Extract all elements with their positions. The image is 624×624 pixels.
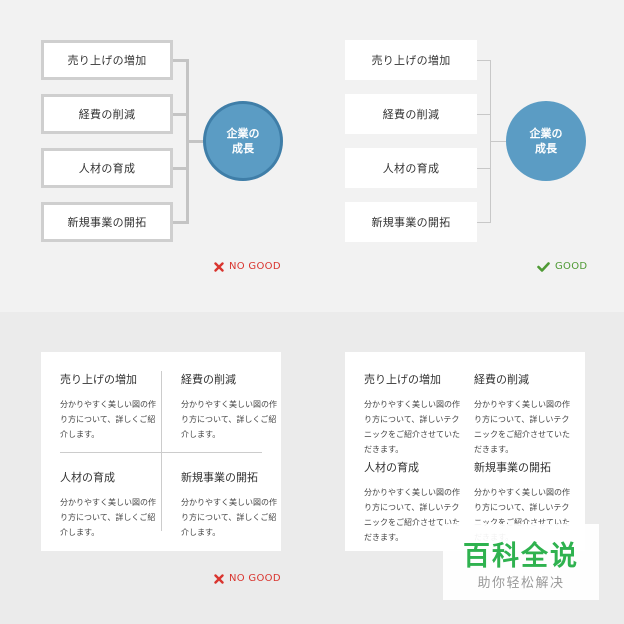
good-center-line-2: 成長 [535,142,557,155]
good-connector-1 [477,60,490,61]
bad-grid-horizontal-divider [60,452,262,453]
bad-box-1: 売り上げの増加 [41,40,173,80]
good-center-line-1: 企業の [529,127,563,140]
good-verdict-label: GOOD [555,261,588,272]
bad-cell-3: 人材の育成 分かりやすく美しい図の作り方について、詳しくご紹介します。 [60,469,158,540]
good-box-2: 経費の削減 [345,94,477,134]
bad-cell-1: 売り上げの増加 分かりやすく美しい図の作り方について、詳しくご紹介します。 [60,371,158,442]
bad-cell-4: 新規事業の開拓 分かりやすく美しい図の作り方について、詳しくご紹介します。 [181,469,279,540]
bad-connector-2 [173,113,187,116]
bad-grid-vertical-divider [161,371,162,531]
bad-cell-1-title: 売り上げの増加 [60,373,137,386]
bad-connector-1 [173,59,187,62]
good-connector-2 [477,114,490,115]
bad-center-circle: 企業の成長 [203,101,283,181]
good-card-grid: 売り上げの増加 分かりやすく美しい図の作り方について、詳しいテクニックをご紹介さ… [345,352,585,551]
bad-verdict-label: NO GOOD [229,261,281,272]
bad-cell-3-body: 分かりやすく美しい図の作り方について、詳しくご紹介します。 [60,498,156,537]
good-cell-2-body: 分かりやすく美しい図の作り方について、詳しいテクニックをご紹介させていただきます… [474,400,570,454]
good-cell-3-title: 人材の育成 [364,461,419,474]
bad-cell-1-body: 分かりやすく美しい図の作り方について、詳しくご紹介します。 [60,400,156,439]
bad-cell-4-title: 新規事業の開拓 [181,471,258,484]
bad-connector-3 [173,167,187,170]
good-cell-2-title: 経費の削減 [474,373,529,386]
bad-cell-2: 経費の削減 分かりやすく美しい図の作り方について、詳しくご紹介します。 [181,371,279,442]
bad-connector-4 [173,221,187,224]
cross-icon [214,261,224,272]
good-box-1: 売り上げの増加 [345,40,477,80]
good-cell-3: 人材の育成 分かりやすく美しい図の作り方について、詳しいテクニックをご紹介させて… [364,459,462,545]
good-center-circle: 企業の成長 [506,101,586,181]
bad-cell-2-title: 経費の削減 [181,373,236,386]
good-cell-1: 売り上げの増加 分かりやすく美しい図の作り方について、詳しいテクニックをご紹介さ… [364,371,462,457]
good-cell-4-title: 新規事業の開拓 [474,461,551,474]
bad-verdict-bottom: NO GOOD [214,573,281,584]
good-box-3: 人材の育成 [345,148,477,188]
bad-connector-center [186,140,204,143]
good-connector-4 [477,222,490,223]
bad-verdict-top: NO GOOD [214,261,281,272]
bad-verdict-bottom-label: NO GOOD [229,573,281,584]
good-cell-3-body: 分かりやすく美しい図の作り方について、詳しいテクニックをご紹介させていただきます… [364,488,460,542]
bad-box-4: 新規事業の開拓 [41,202,173,242]
bad-box-3: 人材の育成 [41,148,173,188]
bad-cell-2-body: 分かりやすく美しい図の作り方について、詳しくご紹介します。 [181,400,277,439]
bad-center-line-1: 企業の [226,127,260,140]
watermark-subtitle: 助你轻松解决 [477,576,565,591]
bad-box-2: 経費の削減 [41,94,173,134]
good-connector-center [490,141,506,142]
bad-cell-4-body: 分かりやすく美しい図の作り方について、詳しくご紹介します。 [181,498,277,537]
cross-icon [214,573,224,584]
watermark-title: 百科全说 [463,541,579,572]
bad-card-grid: 売り上げの増加 分かりやすく美しい図の作り方について、詳しくご紹介します。 経費… [41,352,281,551]
good-cell-1-title: 売り上げの増加 [364,373,441,386]
good-box-4: 新規事業の開拓 [345,202,477,242]
bad-center-line-2: 成長 [232,142,254,155]
good-cell-2: 経費の削減 分かりやすく美しい図の作り方について、詳しいテクニックをご紹介させて… [474,371,572,457]
bad-cell-3-title: 人材の育成 [60,471,115,484]
good-connector-3 [477,168,490,169]
check-icon [537,261,550,272]
good-cell-1-body: 分かりやすく美しい図の作り方について、詳しいテクニックをご紹介させていただきます… [364,400,460,454]
watermark-logo: 百科全说 助你轻松解决 [443,524,599,600]
good-verdict: GOOD [537,261,587,272]
